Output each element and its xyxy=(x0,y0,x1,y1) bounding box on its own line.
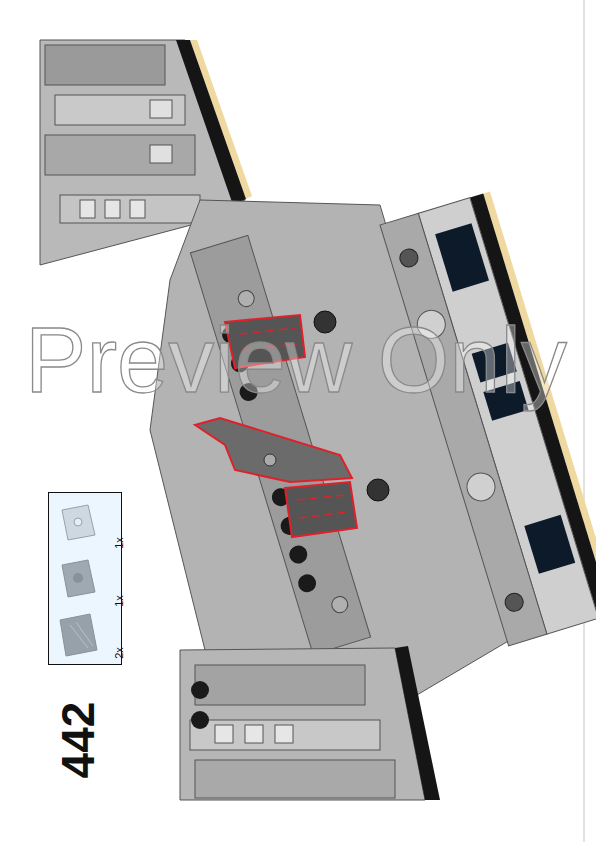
watermark: Preview Only xyxy=(25,314,567,406)
stud-column xyxy=(190,235,370,654)
step-number: 442 xyxy=(55,702,101,779)
part-quantity: 2x xyxy=(113,647,125,659)
lower-section xyxy=(180,646,440,800)
parts-callout: 1x 1x 2x xyxy=(48,492,122,665)
page-edge xyxy=(583,0,585,842)
part-quantity: 1x xyxy=(113,537,125,549)
middle-section xyxy=(150,191,596,705)
part-quantity: 1x xyxy=(113,595,125,607)
